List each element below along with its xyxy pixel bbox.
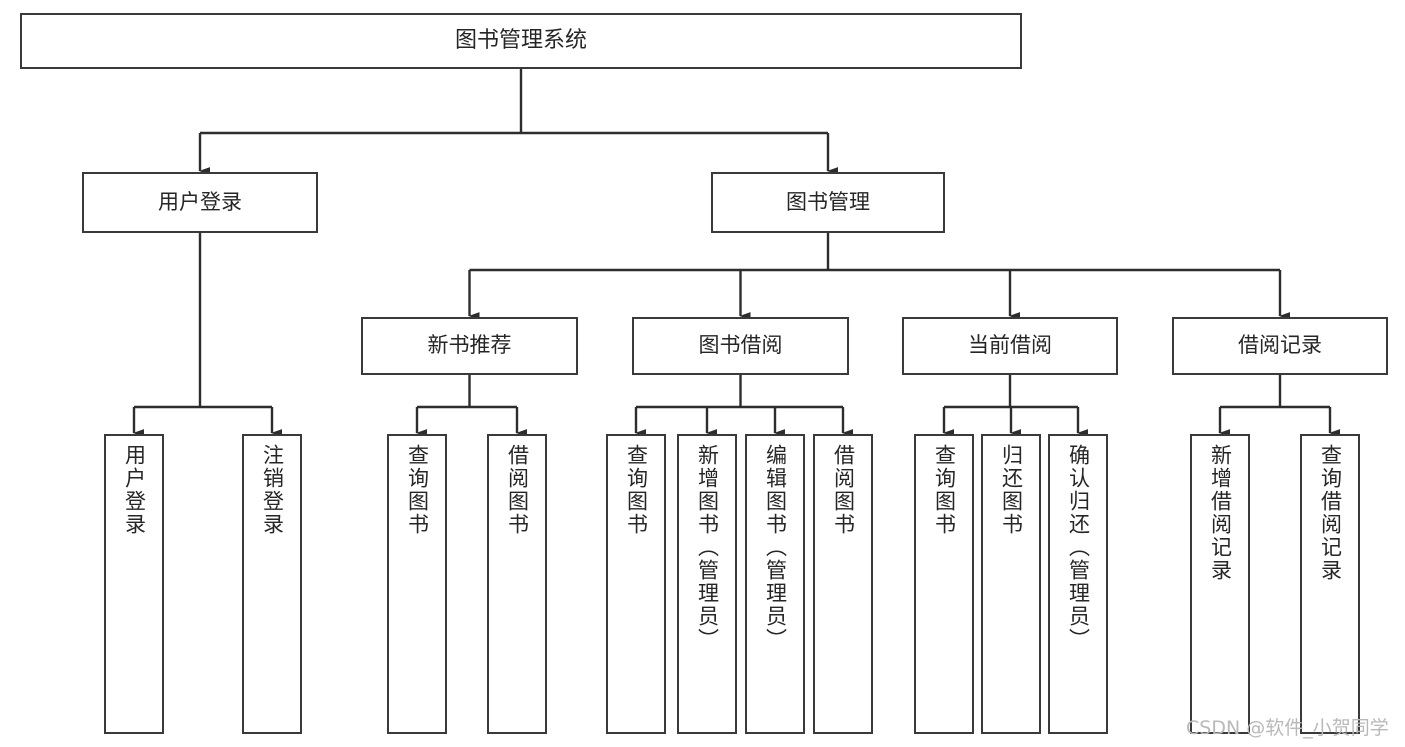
node-leaf5[interactable]: 查询图书 [606,434,666,734]
node-label: 借阅图书 [831,444,856,536]
node-root[interactable]: 图书管理系统 [20,13,1022,69]
node-label: 用户登录 [158,189,242,214]
node-label: 借阅记录 [1238,333,1322,358]
node-label: 当前借阅 [968,333,1052,358]
node-records[interactable]: 借阅记录 [1172,317,1388,375]
node-leaf8[interactable]: 借阅图书 [813,434,873,734]
node-label: 编辑图书（管理员） [763,444,788,651]
node-label: 图书借阅 [698,333,783,358]
node-label: 新书推荐 [427,333,512,358]
node-label: 用户登录 [122,444,147,536]
node-label: 新增借阅记录 [1208,444,1233,582]
node-label: 查询图书 [932,444,957,536]
node-current[interactable]: 当前借阅 [902,317,1118,375]
node-label: 新增图书（管理员） [695,444,720,651]
node-bookmgmt[interactable]: 图书管理 [711,172,945,233]
node-label: 查询图书 [405,444,430,536]
node-leaf6[interactable]: 新增图书（管理员） [677,434,737,734]
watermark-text: CSDN @软件_小贺同学 [1186,717,1389,739]
node-leaf1[interactable]: 用户登录 [104,434,164,734]
node-leaf12[interactable]: 新增借阅记录 [1190,434,1250,734]
node-leaf10[interactable]: 归还图书 [981,434,1041,734]
node-leaf9[interactable]: 查询图书 [914,434,974,734]
node-leaf13[interactable]: 查询借阅记录 [1300,434,1360,734]
node-leaf2[interactable]: 注销登录 [242,434,302,734]
node-leaf3[interactable]: 查询图书 [387,434,447,734]
node-label: 确认归还（管理员） [1066,444,1091,651]
node-borrow[interactable]: 图书借阅 [632,317,849,375]
node-newbook[interactable]: 新书推荐 [361,317,578,375]
node-label: 查询借阅记录 [1318,444,1343,582]
node-label: 注销登录 [260,444,285,536]
node-login[interactable]: 用户登录 [82,172,318,233]
node-label: 借阅图书 [505,444,530,536]
node-leaf7[interactable]: 编辑图书（管理员） [745,434,805,734]
node-label: 图书管理系统 [454,27,587,53]
node-label: 查询图书 [624,444,649,536]
node-leaf11[interactable]: 确认归还（管理员） [1048,434,1108,734]
node-label: 归还图书 [999,444,1024,536]
node-label: 图书管理 [786,189,870,214]
node-leaf4[interactable]: 借阅图书 [487,434,547,734]
